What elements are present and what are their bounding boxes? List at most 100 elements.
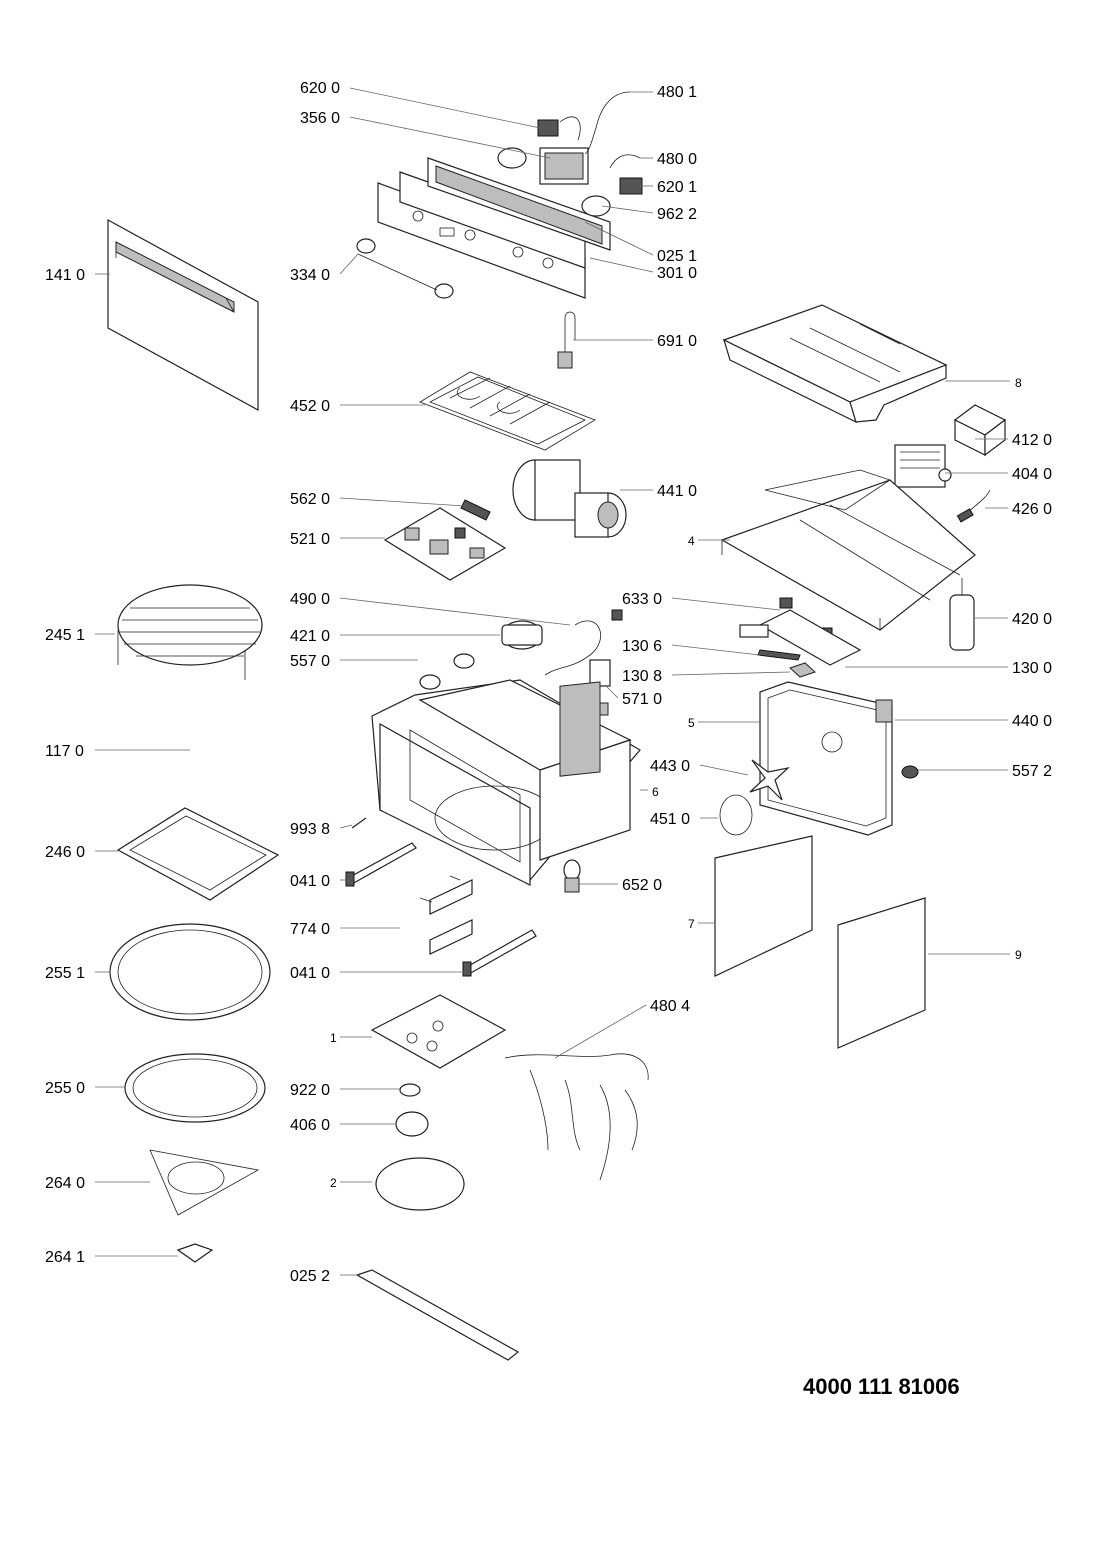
callout-p245-1: 245 1 [45,627,115,644]
part-number-label: 117 0 [45,743,84,760]
part-number-label: 025 1 [657,248,697,265]
leader-line [349,87,541,129]
part-roller-ring [149,1149,260,1216]
part-turntable-motor [395,1083,429,1137]
part-number-label: 652 0 [622,877,662,894]
part-number-label: 404 0 [1012,466,1052,483]
leader-line [589,257,654,273]
callout-p130-8: 130 8 [622,668,791,685]
leader-line [699,764,749,776]
part-number-label: 041 0 [290,873,330,890]
part-number-label: 521 0 [290,531,330,548]
part-switch-group [497,91,643,217]
callout-p404-0: 404 0 [945,466,1052,483]
callout-p557-0: 557 0 [290,653,418,670]
callout-p7: 7 [688,917,715,931]
part-number-label: 774 0 [290,921,330,938]
callout-p490-0: 490 0 [290,591,571,626]
callout-p774-0: 774 0 [290,921,400,938]
callout-p571-0: 571 0 [604,684,662,708]
part-coupler [176,1243,214,1263]
part-number-label: 5 [688,716,695,730]
part-number-label: 301 0 [657,265,697,282]
part-number-label: 6 [652,785,659,799]
part-fan-blade [719,759,790,836]
leader-line [601,205,654,214]
part-number-label: 451 0 [650,811,690,828]
part-pcb [383,507,507,581]
callout-p620-0: 620 0 [300,80,541,129]
callout-p2: 2 [330,1176,372,1190]
part-number-label: 620 1 [657,179,697,196]
part-number-label: 557 0 [290,653,330,670]
callout-p412-0: 412 0 [975,432,1052,449]
callout-p426-0: 426 0 [985,501,1052,518]
part-number-label: 922 0 [290,1082,330,1099]
part-number-label: 557 2 [1012,763,1052,780]
part-number-label: 130 0 [1012,660,1052,677]
part-number-label: 426 0 [1012,501,1052,518]
part-fuse-cable [956,489,991,523]
callout-p9: 9 [928,948,1022,962]
leader-line [671,671,791,676]
leader-line [584,221,654,256]
leader-line [349,116,551,159]
part-number-label: 691 0 [657,333,697,350]
callout-p962-2: 962 2 [601,205,697,223]
part-grill-rack [117,584,263,680]
leader-line [339,253,359,275]
part-number-label: 406 0 [290,1117,330,1134]
callout-p451-0: 451 0 [650,811,718,828]
callout-p562-0: 562 0 [290,491,466,508]
callout-p633-0: 633 0 [622,591,781,611]
part-turntable [124,1053,266,1123]
part-number-label: 141 0 [45,267,85,284]
part-number-label: 245 1 [45,627,85,644]
callout-p5: 5 [688,716,760,730]
callout-p443-0: 443 0 [650,758,749,776]
leader-line [554,1004,647,1059]
leader-line [339,497,466,507]
callout-p480-4: 480 4 [554,998,690,1059]
part-number-label: 490 0 [290,591,330,608]
part-number-label: 255 1 [45,965,85,982]
callout-p421-0: 421 0 [290,628,500,645]
part-number-label: 246 0 [45,844,85,861]
part-number-label: 452 0 [290,398,330,415]
callout-p025-2: 025 2 [290,1268,360,1285]
callout-p420-0: 420 0 [975,611,1052,628]
callout-p620-1: 620 1 [640,179,697,196]
callout-p264-0: 264 0 [45,1175,150,1192]
part-number-label: 1 [330,1031,337,1045]
leader-line [671,597,781,611]
part-number-label: 255 0 [45,1080,85,1097]
part-number-label: 420 0 [1012,611,1052,628]
part-sensor [557,311,576,369]
part-number-label: 130 6 [622,638,662,655]
callout-p255-0: 255 0 [45,1080,125,1097]
callout-p334-0: 334 0 [290,253,359,284]
part-number-label: 041 0 [290,965,330,982]
callout-p041-0a: 041 0 [290,873,348,890]
part-number-label: 633 0 [622,591,662,608]
part-fan-motor [512,459,627,538]
part-number-label: 130 8 [622,668,662,685]
callout-p025-1: 025 1 [584,221,697,265]
callout-p480-1: 480 1 [630,84,697,101]
callout-p130-0: 130 0 [845,660,1052,677]
part-cavity [371,679,641,886]
callout-p130-6: 130 6 [622,638,761,656]
part-number-label: 440 0 [1012,713,1052,730]
part-number-label: 562 0 [290,491,330,508]
part-bottom-plate [370,994,507,1069]
callout-p440-0: 440 0 [895,713,1052,730]
part-power-cable [544,609,623,676]
part-knobs [356,238,454,299]
part-number-label: 4 [688,534,695,548]
callout-p246-0: 246 0 [45,844,118,861]
part-number-label: 480 4 [650,998,690,1015]
callout-p652-0: 652 0 [578,877,662,894]
callout-p6: 6 [640,785,659,799]
